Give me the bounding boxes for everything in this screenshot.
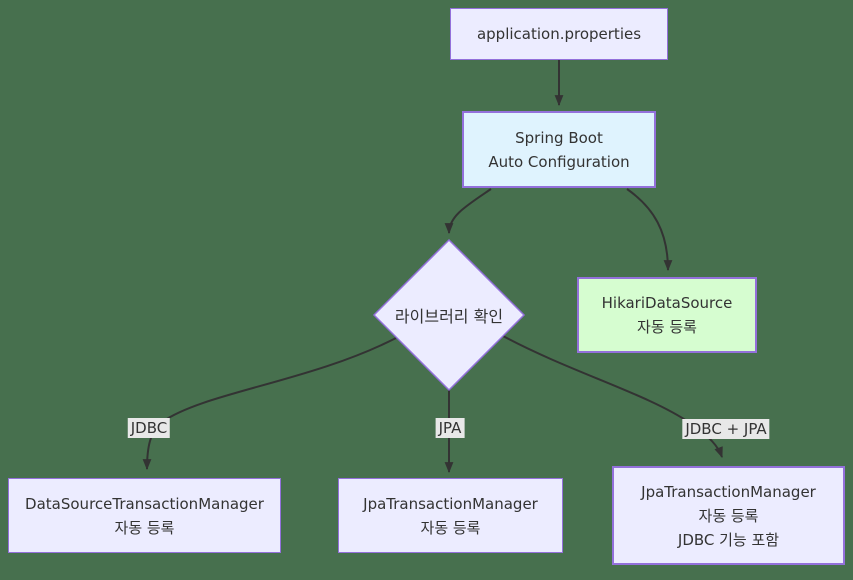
node-label-line2: 자동 등록 <box>420 518 481 537</box>
edge-librarycheck-to-jpatxmanagerjdbc <box>502 335 723 459</box>
edge-label-text: JPA <box>438 419 462 437</box>
node-hikari-datasource: HikariDataSource 자동 등록 <box>577 277 757 353</box>
node-label-line2: Auto Configuration <box>488 152 630 171</box>
node-library-check-label: 라이브러리 확인 <box>395 303 503 327</box>
node-application-properties: application.properties <box>450 8 668 60</box>
edge-autoconfig-to-librarycheck <box>444 188 492 235</box>
node-label: 라이브러리 확인 <box>394 307 504 326</box>
edge-label-jdbc-jpa: JDBC + JPA <box>682 419 770 439</box>
edge-label-text: JDBC <box>130 419 168 437</box>
node-label-line2: 자동 등록 <box>698 506 759 525</box>
node-label-line1: Spring Boot <box>515 128 603 147</box>
node-label-line2: 자동 등록 <box>637 318 697 336</box>
node-label-line2: 자동 등록 <box>114 518 175 537</box>
node-label-line3: JDBC 기능 포함 <box>677 530 780 549</box>
node-label-line1: JpaTransactionManager <box>641 482 816 501</box>
edge-label-jdbc: JDBC <box>127 418 171 438</box>
edge-librarycheck-to-dstxmanager <box>142 337 397 471</box>
node-label-line1: HikariDataSource <box>601 294 733 312</box>
node-label: application.properties <box>476 25 642 43</box>
edge-label-jpa: JPA <box>435 418 465 438</box>
node-spring-boot-auto-configuration: Spring Boot Auto Configuration <box>462 111 656 188</box>
node-datasource-transaction-manager: DataSourceTransactionManager 자동 등록 <box>8 478 281 553</box>
decision-diamond-shape <box>372 238 526 392</box>
edge-autoconfig-to-hikari <box>626 188 673 272</box>
node-jpa-transaction-manager-jdbc: JpaTransactionManager 자동 등록 JDBC 기능 포함 <box>612 466 845 565</box>
node-label-line1: DataSourceTransactionManager <box>25 494 264 513</box>
node-jpa-transaction-manager: JpaTransactionManager 자동 등록 <box>338 478 563 553</box>
node-label-line1: JpaTransactionManager <box>363 494 538 513</box>
edge-label-text: JDBC + JPA <box>685 420 767 438</box>
